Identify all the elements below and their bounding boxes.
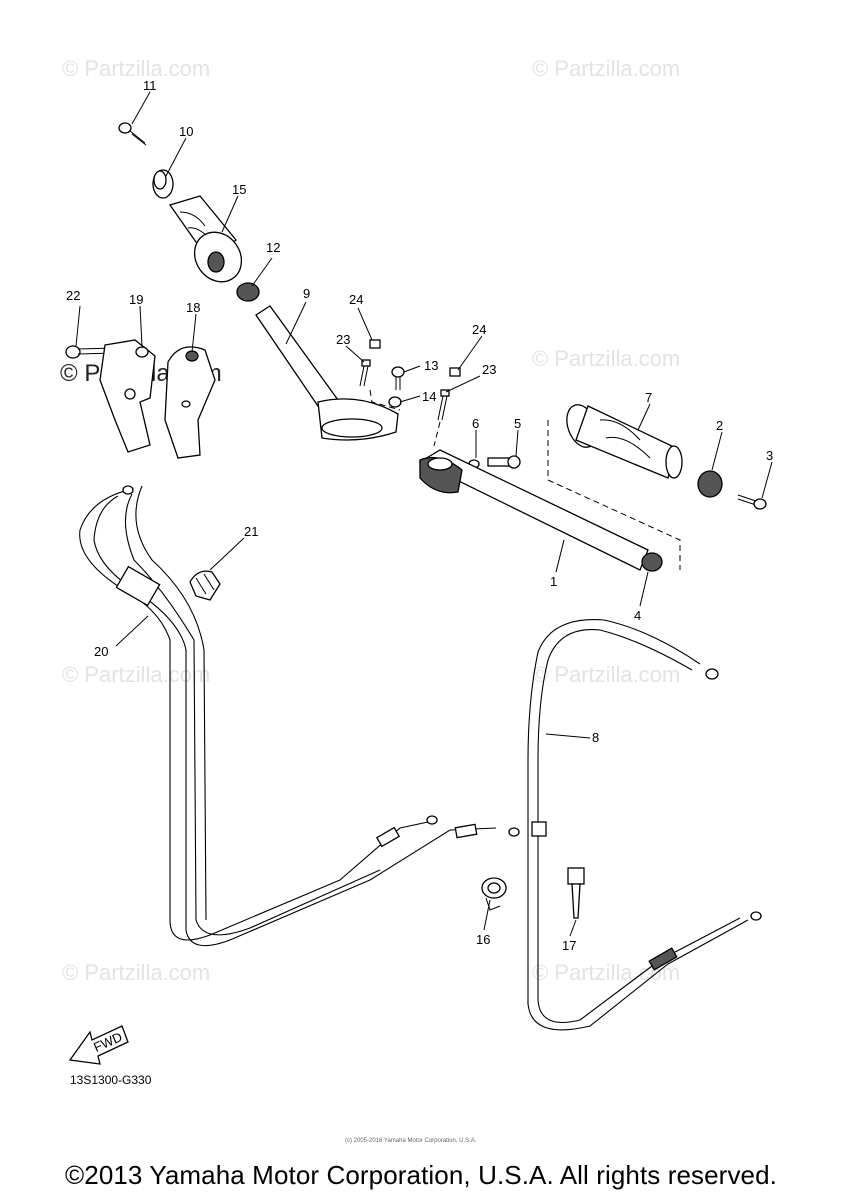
part-9-left-handlebar[interactable]	[255, 305, 399, 441]
watermark: © Partzilla.com	[532, 56, 681, 81]
callout-13: 13	[424, 358, 438, 373]
callout-5: 5	[514, 416, 521, 431]
part-19-switch-lower[interactable]	[99, 339, 156, 453]
part-20-throttle-cables[interactable]	[79, 485, 520, 947]
callout-20: 20	[94, 644, 108, 659]
callout-23b: 23	[482, 362, 496, 377]
part-4-collar[interactable]	[641, 552, 663, 572]
part-23-bolt[interactable]	[359, 359, 371, 387]
part-11-bolt[interactable]	[118, 122, 147, 146]
callout-24b: 24	[472, 322, 486, 337]
part-17-tie-strap[interactable]	[567, 867, 585, 919]
part-24-nut[interactable]	[369, 339, 381, 349]
watermark: © Partzilla.com	[532, 346, 681, 371]
part-10-weight[interactable]	[152, 169, 174, 199]
watermark: © Partzilla.com	[62, 960, 211, 985]
part-16-clamp[interactable]	[481, 877, 507, 911]
part-2-weight[interactable]	[697, 470, 723, 498]
callout-23a: 23	[336, 332, 350, 347]
part-1-right-handlebar[interactable]	[418, 449, 649, 571]
copyright-notice: ©2013 Yamaha Motor Corporation, U.S.A. A…	[65, 1160, 777, 1190]
callout-12: 12	[266, 240, 280, 255]
part-8-clutch-cable[interactable]	[527, 619, 762, 1031]
callout-7: 7	[645, 390, 652, 405]
part-21-holder[interactable]	[189, 570, 221, 601]
callout-11: 11	[143, 78, 157, 93]
leader-lines	[75, 91, 773, 937]
watermark: © Partzilla.com	[62, 56, 211, 81]
callout-9: 9	[303, 286, 310, 301]
part-15-left-grip[interactable]	[168, 195, 251, 291]
diagram-code: 13S1300-G330	[70, 1073, 152, 1087]
callout-3: 3	[766, 448, 773, 463]
callout-24a: 24	[349, 292, 363, 307]
part-14-washer[interactable]	[388, 396, 402, 408]
callout-15: 15	[232, 182, 246, 197]
part-13-bolt[interactable]	[391, 366, 405, 390]
callout-21: 21	[244, 524, 258, 539]
callout-18: 18	[186, 300, 200, 315]
part-7-right-grip[interactable]	[561, 401, 683, 479]
part-3-bolt[interactable]	[737, 494, 767, 510]
callout-17: 17	[562, 938, 576, 953]
callout-19: 19	[129, 292, 143, 307]
callout-8: 8	[592, 730, 599, 745]
part-23-bolt[interactable]	[437, 389, 450, 421]
callout-1: 1	[550, 574, 557, 589]
part-24-nut[interactable]	[449, 367, 461, 377]
small-credit: (c) 2005-2016 Yamaha Motor Corporation, …	[345, 1138, 477, 1144]
callout-6: 6	[472, 416, 479, 431]
callout-numbers: 11 10 15 12 9 24 23 13 14 22 19 18 24 23…	[66, 78, 773, 953]
callout-22: 22	[66, 288, 80, 303]
callout-16: 16	[476, 932, 490, 947]
fwd-arrow-icon: FWD	[68, 1025, 129, 1065]
part-12-collar[interactable]	[236, 282, 260, 302]
part-5-bolt[interactable]	[487, 455, 521, 469]
part-18-switch-upper[interactable]	[164, 346, 216, 459]
callout-4: 4	[634, 608, 641, 623]
callout-2: 2	[716, 418, 723, 433]
callout-10: 10	[179, 124, 193, 139]
callout-14: 14	[422, 389, 436, 404]
watermark: © Partzilla.com	[532, 662, 681, 687]
